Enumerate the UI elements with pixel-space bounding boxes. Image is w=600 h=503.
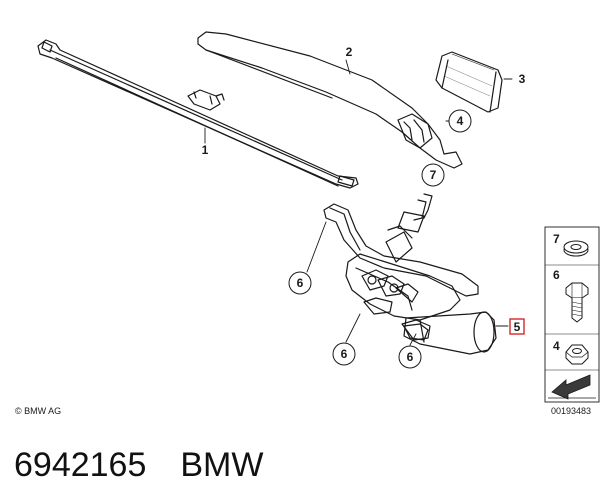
wiper-arm-end-cap — [435, 51, 503, 113]
callout-3: 3 — [519, 72, 526, 86]
callout-6-motor: 6 — [407, 350, 414, 364]
brand-name: BMW — [180, 446, 264, 484]
wiper-motor-assembly — [323, 193, 497, 355]
hex-bolt-icon — [565, 282, 589, 323]
orientation-arrow-icon — [548, 374, 596, 400]
hex-nut-icon — [565, 344, 589, 365]
wiper-arm-cover — [197, 31, 463, 169]
wiper-blade — [37, 39, 359, 189]
legend-number-washer: 7 — [553, 232, 560, 246]
diagram-number: 00193483 — [551, 406, 591, 416]
exploded-parts-diagram: 1 2 3 4 7 6 6 6 5 7 6 — [15, 31, 600, 416]
washer-icon — [563, 240, 589, 257]
legend-number-bolt: 6 — [553, 268, 560, 282]
leader-lines — [204, 59, 513, 346]
legend-number-nut: 4 — [553, 339, 560, 353]
callout-1: 1 — [202, 143, 209, 157]
part-caption: 6942165 BMW — [14, 440, 263, 490]
callout-6-lower: 6 — [341, 347, 348, 361]
callout-6-bracket: 6 — [297, 276, 304, 290]
copyright-text: © BMW AG — [15, 406, 61, 416]
hardware-legend: 7 6 4 — [544, 226, 600, 403]
part-number: 6942165 — [14, 446, 147, 484]
callout-labels: 1 2 3 4 7 6 6 6 5 — [202, 45, 526, 369]
callout-7: 7 — [430, 168, 437, 182]
callout-5-highlighted: 5 — [514, 320, 521, 334]
callout-4: 4 — [457, 114, 464, 128]
callout-2: 2 — [346, 45, 353, 59]
